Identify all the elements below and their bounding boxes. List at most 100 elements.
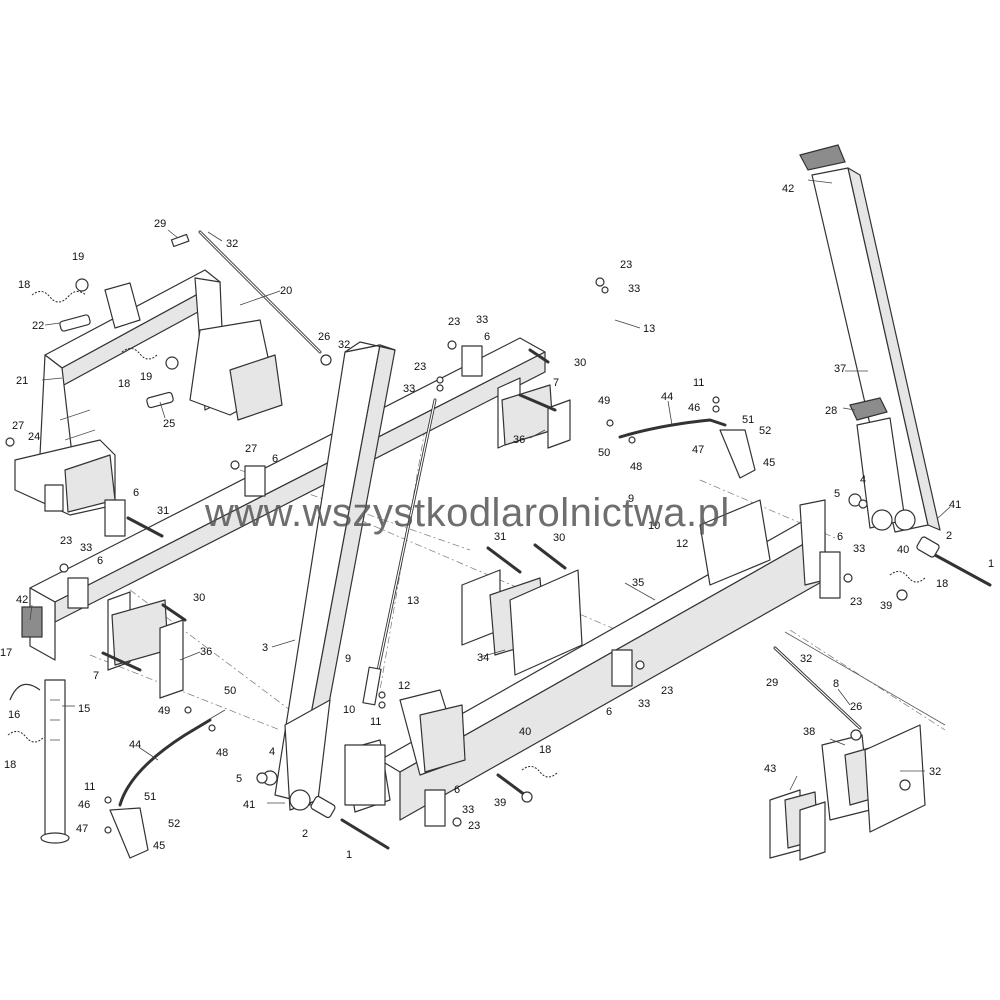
- callout-27: 27: [12, 420, 24, 432]
- jack-stand-15: [9, 679, 70, 844]
- callout-18: 18: [936, 578, 948, 590]
- callout-41: 41: [243, 799, 255, 811]
- callout-10: 10: [343, 704, 355, 716]
- callout-32: 32: [338, 339, 350, 351]
- callout-23: 23: [60, 535, 72, 547]
- callout-7: 7: [553, 377, 559, 389]
- callout-18: 18: [18, 279, 30, 291]
- callout-46: 46: [78, 799, 90, 811]
- callout-32: 32: [929, 766, 941, 778]
- callout-23: 23: [448, 316, 460, 328]
- callout-5: 5: [834, 488, 840, 500]
- callout-44: 44: [129, 739, 141, 751]
- callout-42: 42: [782, 183, 794, 195]
- rod-13: [362, 398, 437, 706]
- callout-13: 13: [407, 595, 419, 607]
- callout-34: 34: [477, 652, 489, 664]
- callout-51: 51: [742, 414, 754, 426]
- callout-30: 30: [553, 532, 565, 544]
- callout-45: 45: [763, 457, 775, 469]
- callout-49: 49: [598, 395, 610, 407]
- callout-31: 31: [157, 505, 169, 517]
- callout-39: 39: [494, 797, 506, 809]
- callout-45: 45: [153, 840, 165, 852]
- callout-42: 42: [16, 594, 28, 606]
- callout-12: 12: [676, 538, 688, 550]
- callout-40: 40: [897, 544, 909, 556]
- hitch-pins: [59, 278, 179, 409]
- callout-11: 11: [84, 781, 95, 793]
- callout-33: 33: [476, 314, 488, 326]
- callout-33: 33: [638, 698, 650, 710]
- callout-31: 31: [494, 531, 506, 543]
- callout-48: 48: [630, 461, 642, 473]
- left-hitch-frame: [14, 269, 283, 516]
- callout-26: 26: [850, 701, 862, 713]
- callout-32: 32: [800, 653, 812, 665]
- callout-33: 33: [853, 543, 865, 555]
- callout-23: 23: [620, 259, 632, 271]
- callout-51: 51: [144, 791, 156, 803]
- callout-4: 4: [269, 746, 275, 758]
- callout-22: 22: [32, 320, 44, 332]
- callout-6: 6: [133, 487, 139, 499]
- callout-12: 12: [398, 680, 410, 692]
- callout-2: 2: [946, 530, 952, 542]
- callout-1: 1: [346, 849, 352, 861]
- callout-23: 23: [661, 685, 673, 697]
- callout-6: 6: [454, 784, 460, 796]
- callout-11: 11: [370, 716, 381, 728]
- lever-assemblies: [109, 418, 756, 859]
- callout-9: 9: [628, 493, 634, 505]
- callout-4: 4: [860, 474, 866, 486]
- callout-19: 19: [72, 251, 84, 263]
- callout-36: 36: [200, 646, 212, 658]
- callout-13: 13: [643, 323, 655, 335]
- callout-25: 25: [163, 418, 175, 430]
- callout-5: 5: [236, 773, 242, 785]
- main-beam-front: [344, 499, 841, 827]
- callout-47: 47: [76, 823, 88, 835]
- hardware: [5, 277, 911, 834]
- callout-49: 49: [158, 705, 170, 717]
- callout-23: 23: [850, 596, 862, 608]
- callout-6: 6: [272, 453, 278, 465]
- callout-11: 11: [693, 377, 704, 389]
- callouts: 29 32 18 19 20 22 21 26 32 18 19 25 27 2…: [0, 183, 994, 861]
- callout-27: 27: [245, 443, 257, 455]
- callout-33: 33: [628, 283, 640, 295]
- callout-33: 33: [403, 383, 415, 395]
- callout-26: 26: [318, 331, 330, 343]
- callout-50: 50: [224, 685, 236, 697]
- callout-39: 39: [880, 600, 892, 612]
- callout-3: 3: [262, 642, 268, 654]
- callout-36: 36: [513, 434, 525, 446]
- callout-10: 10: [648, 520, 660, 532]
- callout-20: 20: [280, 285, 292, 297]
- callout-21: 21: [16, 375, 28, 387]
- callout-47: 47: [692, 444, 704, 456]
- loose-pins: [101, 348, 992, 850]
- callout-43: 43: [764, 763, 776, 775]
- callout-30: 30: [193, 592, 205, 604]
- callout-48: 48: [216, 747, 228, 759]
- callout-23: 23: [468, 820, 480, 832]
- callout-6: 6: [97, 555, 103, 567]
- callout-23: 23: [414, 361, 426, 373]
- callout-33: 33: [462, 804, 474, 816]
- callout-38: 38: [803, 726, 815, 738]
- callout-44: 44: [661, 391, 673, 403]
- callout-52: 52: [168, 818, 180, 830]
- callout-1: 1: [988, 558, 994, 570]
- callout-2: 2: [302, 828, 308, 840]
- callout-35: 35: [632, 577, 644, 589]
- callout-7: 7: [93, 670, 99, 682]
- callout-9: 9: [345, 653, 351, 665]
- callout-24: 24: [28, 431, 40, 443]
- callout-18: 18: [539, 744, 551, 756]
- callout-40: 40: [519, 726, 531, 738]
- callout-17: 17: [0, 647, 12, 659]
- callout-33: 33: [80, 542, 92, 554]
- callout-30: 30: [574, 357, 586, 369]
